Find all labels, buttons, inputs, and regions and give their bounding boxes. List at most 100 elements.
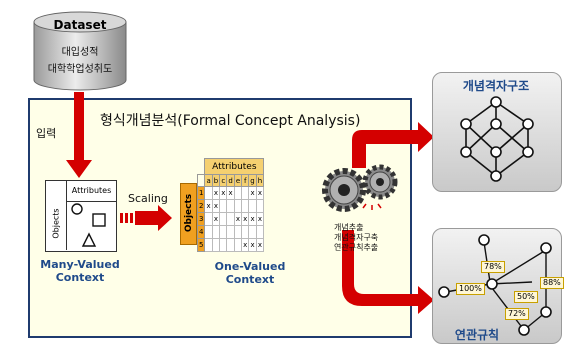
dataset-title: Dataset bbox=[53, 18, 107, 32]
many-valued-table: Attributes Objects bbox=[45, 180, 117, 252]
ov-cell: x bbox=[248, 212, 257, 226]
process-label-2: 개념격자구축 bbox=[334, 233, 379, 242]
ov-cell bbox=[226, 212, 235, 226]
lattice-node-icon bbox=[460, 96, 534, 182]
dataset-cylinder bbox=[32, 10, 128, 92]
rules-title: 연관규칙 bbox=[454, 328, 500, 342]
gears-icon bbox=[322, 164, 398, 212]
ov-cell: x bbox=[248, 238, 257, 252]
rules-arrow bbox=[342, 230, 434, 314]
lattice-graph bbox=[460, 96, 534, 182]
ov-cell: x bbox=[255, 186, 265, 200]
ov-cell bbox=[211, 238, 221, 252]
lattice-arrow bbox=[352, 122, 434, 168]
ov-row-id: 1 bbox=[196, 186, 206, 200]
ov-cell bbox=[255, 225, 265, 239]
mv-objects-label: Objects bbox=[51, 208, 61, 239]
ov-row-id: 5 bbox=[196, 238, 206, 252]
triangle-icon bbox=[81, 232, 97, 247]
ov-objects-label: Objects bbox=[184, 193, 194, 233]
ov-row-id: 3 bbox=[196, 212, 206, 226]
input-label: 입력 bbox=[36, 127, 57, 140]
ov-cell bbox=[204, 212, 213, 226]
ov-cell bbox=[211, 225, 221, 239]
ov-cell bbox=[219, 212, 228, 226]
ov-cell bbox=[241, 225, 250, 239]
mv-shapes bbox=[71, 203, 106, 247]
ov-col-header: a bbox=[204, 174, 213, 187]
ov-cell: x bbox=[241, 238, 250, 252]
ov-cell bbox=[233, 186, 243, 200]
ov-cell: x bbox=[204, 199, 213, 213]
ov-cell bbox=[255, 199, 265, 213]
ov-cell: x bbox=[255, 212, 265, 226]
scaling-arrow bbox=[120, 205, 172, 231]
ov-cell bbox=[204, 186, 213, 200]
ov-row-id: 4 bbox=[196, 225, 206, 239]
ov-caption-1: One-Valued bbox=[214, 260, 286, 273]
ov-cell: x bbox=[248, 186, 257, 200]
rule-pct-4: 88% bbox=[540, 277, 564, 289]
process-label-3: 연관규칙추출 bbox=[334, 243, 379, 252]
mv-caption-1: Many-Valued bbox=[40, 258, 120, 271]
ov-cell bbox=[233, 225, 243, 239]
ov-cell: x bbox=[255, 238, 265, 252]
ov-cell bbox=[248, 199, 257, 213]
ov-cell bbox=[226, 238, 235, 252]
ov-cell bbox=[226, 199, 235, 213]
ov-cell: x bbox=[211, 186, 221, 200]
ov-cell bbox=[204, 238, 213, 252]
process-label-1: 개념추출 bbox=[334, 223, 364, 232]
ov-col-header: b bbox=[211, 174, 221, 187]
ov-col-header: c bbox=[219, 174, 228, 187]
mv-attributes-header: Attributes bbox=[66, 181, 116, 202]
ov-row-id: 2 bbox=[196, 199, 206, 213]
ov-cell: x bbox=[241, 212, 250, 226]
ov-col-header: g bbox=[248, 174, 257, 187]
ov-col-header: f bbox=[241, 174, 250, 187]
ov-objects-strip: Objects bbox=[180, 183, 197, 245]
ov-col-header: e bbox=[233, 174, 243, 187]
ov-cell: x bbox=[233, 212, 243, 226]
ov-cell: x bbox=[226, 186, 235, 200]
rule-node-icon bbox=[438, 234, 552, 336]
dataset-line-1: 대입성적 bbox=[61, 47, 99, 58]
ov-col-header: h bbox=[255, 174, 265, 187]
lattice-title: 개념격자구조 bbox=[462, 79, 530, 93]
rule-pct-1: 78% bbox=[481, 261, 505, 273]
rule-pct-2: 100% bbox=[456, 283, 485, 295]
scaling-label: Scaling bbox=[128, 192, 168, 205]
cylinder-icon bbox=[33, 11, 127, 91]
fca-title: 형식개념분석(Formal Concept Analysis) bbox=[100, 113, 361, 129]
input-arrow bbox=[66, 92, 92, 178]
ov-cell bbox=[248, 225, 257, 239]
ov-row: 4 bbox=[196, 225, 265, 239]
ov-cell bbox=[219, 225, 228, 239]
square-icon bbox=[92, 213, 106, 227]
mv-caption-2: Context bbox=[55, 271, 105, 284]
ov-cell bbox=[219, 238, 228, 252]
spark-icon bbox=[362, 203, 382, 210]
ov-cell bbox=[219, 199, 228, 213]
ov-col-header: d bbox=[226, 174, 235, 187]
ov-attributes-header: Attributes bbox=[204, 158, 265, 175]
ov-cell bbox=[226, 225, 235, 239]
ov-cell: x bbox=[219, 186, 228, 200]
rule-pct-3: 50% bbox=[514, 291, 538, 303]
ov-cell: x bbox=[211, 199, 221, 213]
dataset-line-2: 대학학업성취도 bbox=[47, 64, 113, 75]
ov-cell bbox=[233, 238, 243, 252]
ov-caption-2: Context bbox=[225, 273, 275, 286]
ov-cell bbox=[204, 225, 213, 239]
rule-pct-5: 72% bbox=[505, 308, 529, 320]
ov-cell bbox=[233, 199, 243, 213]
ov-cell bbox=[241, 199, 250, 213]
ov-cell bbox=[241, 186, 250, 200]
ov-cell: x bbox=[211, 212, 221, 226]
